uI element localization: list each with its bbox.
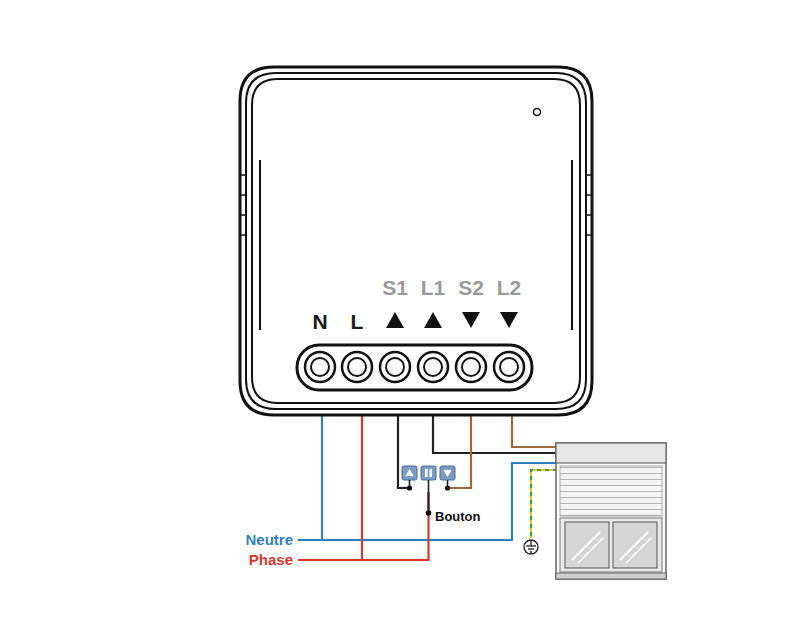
terminal-label: N bbox=[312, 311, 327, 332]
control-wire bbox=[398, 416, 400, 488]
wire-label: Neutre bbox=[245, 532, 293, 547]
phase-wire bbox=[362, 416, 429, 560]
wire-label: Phase bbox=[249, 552, 293, 567]
push-button: Bouton bbox=[400, 464, 458, 492]
terminal-label: S2 bbox=[458, 277, 484, 298]
phase-wire bbox=[298, 559, 362, 561]
terminal-label: L bbox=[351, 311, 364, 332]
module-housing bbox=[238, 65, 594, 417]
button-symbol bbox=[400, 464, 458, 492]
earth-wire bbox=[531, 470, 557, 538]
switch-module: N L S1 L1 S2 L2 bbox=[238, 65, 594, 417]
junction-dot bbox=[426, 510, 432, 516]
roller-shutter bbox=[556, 443, 666, 579]
earth-symbol bbox=[524, 540, 538, 554]
terminal-label: L1 bbox=[421, 277, 446, 298]
terminal-label: L2 bbox=[497, 277, 522, 298]
control-wire bbox=[458, 416, 471, 488]
button-label: Bouton bbox=[435, 510, 480, 523]
motor-wire bbox=[433, 416, 557, 453]
terminal-label: S1 bbox=[382, 277, 408, 298]
common-lead bbox=[428, 492, 430, 513]
neutral-wire bbox=[321, 416, 323, 540]
earth-wire bbox=[531, 470, 557, 538]
motor-wire bbox=[512, 416, 557, 447]
